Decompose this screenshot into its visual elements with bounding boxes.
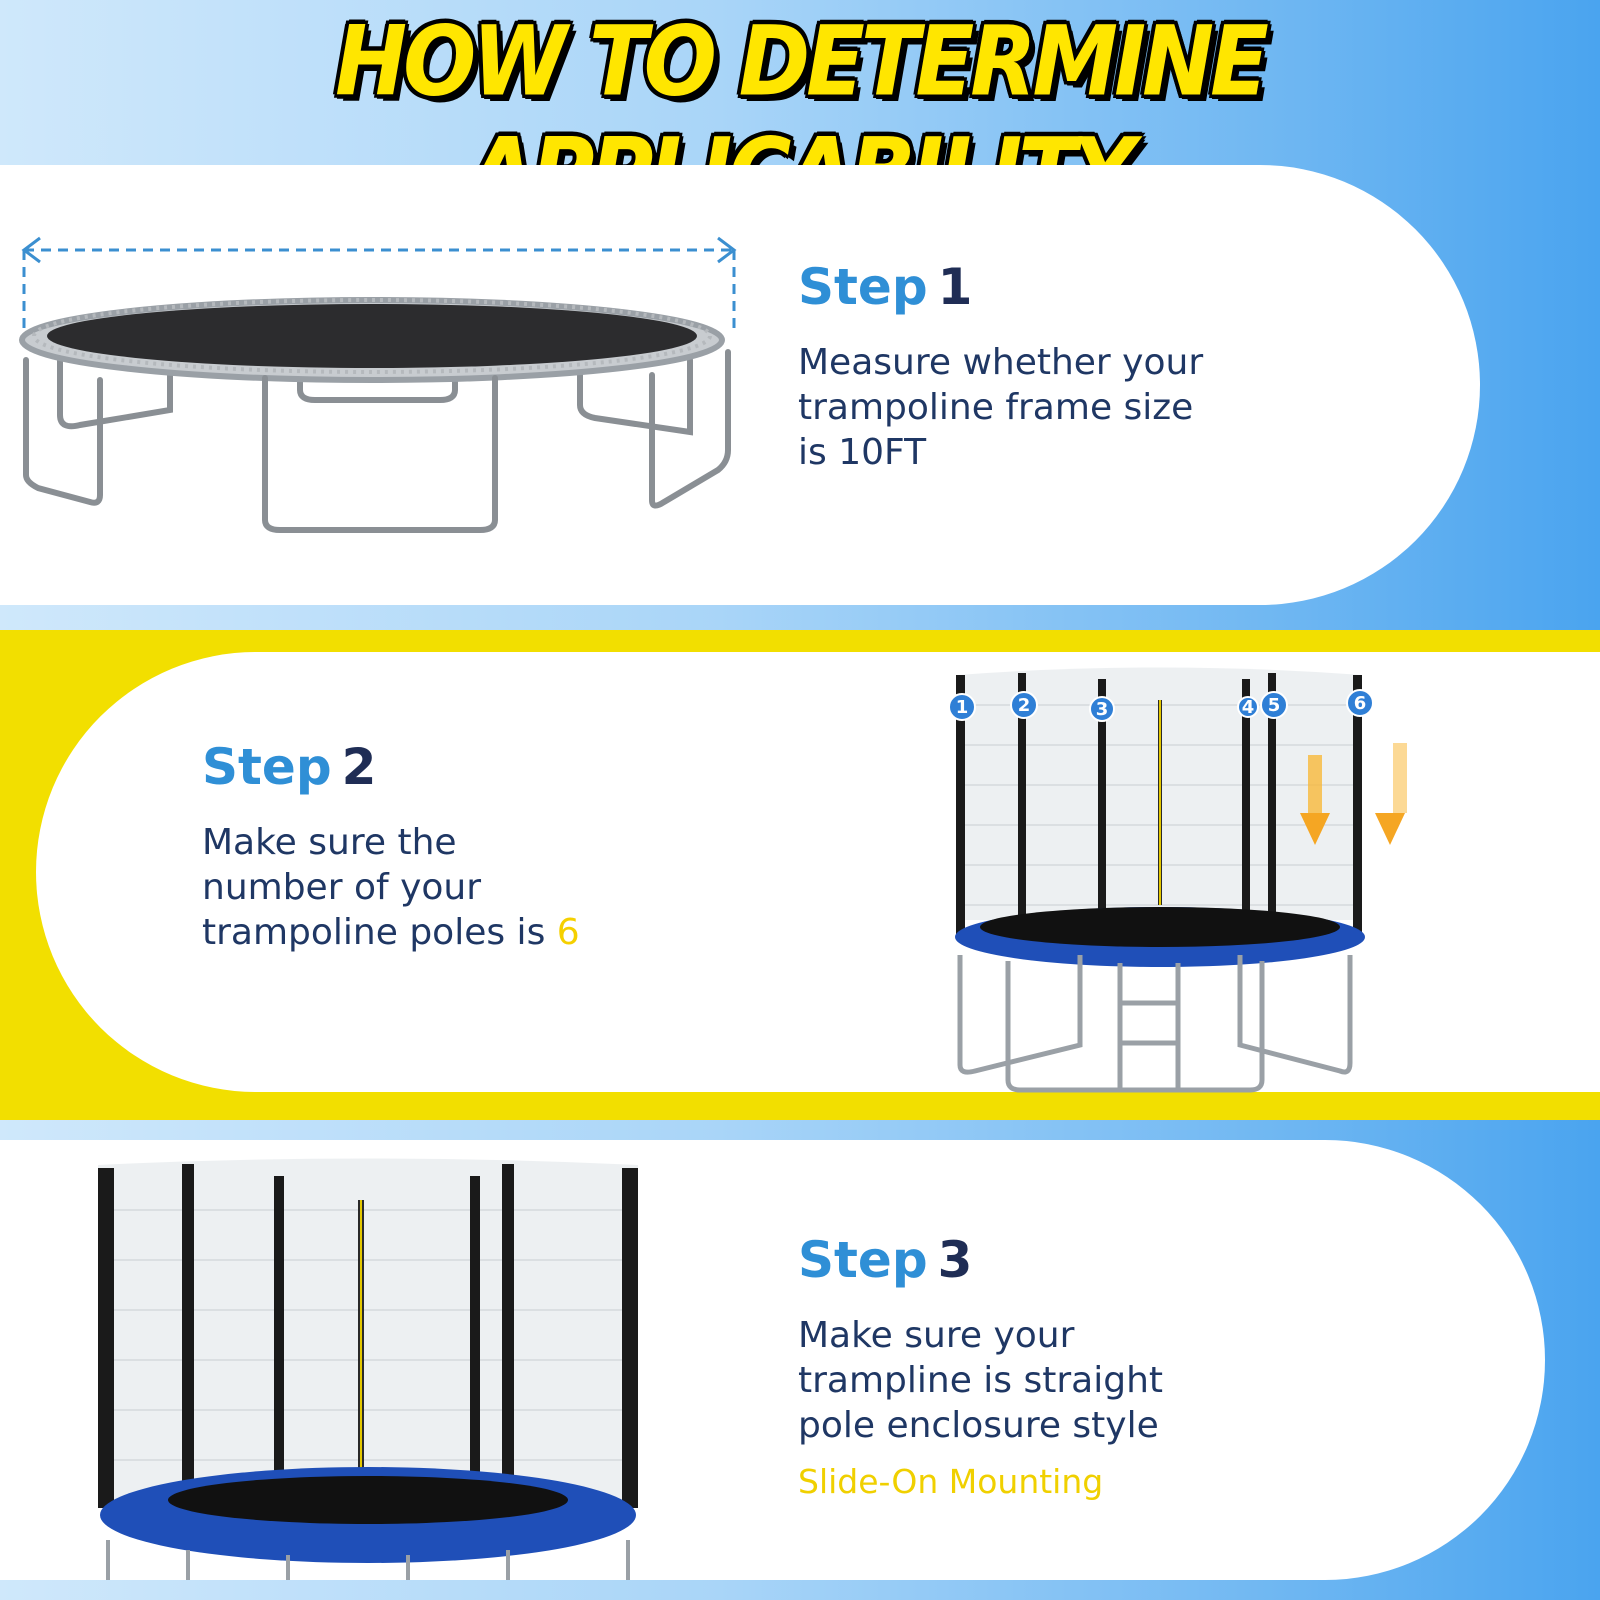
step-2-line-3: trampoline poles is: [202, 912, 557, 953]
step-2-label: Step: [202, 738, 332, 796]
svg-text:5: 5: [1268, 695, 1281, 716]
step-1-card: [0, 165, 1480, 605]
step-3-number: 3: [937, 1231, 973, 1289]
step-1-number: 1: [937, 258, 973, 316]
trampoline-poles-illustration: 1 2 3 4 5 6: [948, 667, 1407, 1093]
svg-text:1: 1: [956, 697, 969, 718]
step-1-label: Step: [798, 258, 928, 316]
pole-number-3: 3: [1089, 696, 1115, 722]
down-arrow-icon: [1300, 743, 1407, 845]
step-2-number: 2: [341, 738, 377, 796]
svg-text:3: 3: [1096, 699, 1109, 720]
step-3-label: Step: [798, 1231, 928, 1289]
svg-text:4: 4: [1242, 697, 1255, 718]
svg-text:2: 2: [1018, 695, 1031, 716]
step-3-line-2: trampline is straight: [798, 1360, 1164, 1401]
step-1-line-2: trampoline frame size: [798, 387, 1194, 428]
svg-text:6: 6: [1354, 693, 1367, 714]
step-3-description: Make sure your trampline is straight pol…: [798, 1313, 1163, 1448]
trampoline-frame-illustration: [19, 236, 737, 533]
pole-count-highlight: 6: [556, 912, 580, 953]
mounting-style-highlight: Slide-On Mounting: [798, 1462, 1104, 1501]
dimension-arrow-icon: [21, 236, 737, 335]
step-1-line-1: Measure whether your: [798, 342, 1204, 383]
step-3-line-1: Make sure your: [798, 1315, 1075, 1356]
pole-number-2: 2: [1010, 691, 1038, 719]
straight-pole-enclosure-illustration: [98, 1158, 638, 1580]
step-2-line-2: number of your: [202, 867, 482, 908]
pole-number-6: 6: [1346, 689, 1374, 717]
step-3-line-3: pole enclosure style: [798, 1405, 1159, 1446]
pole-number-4: 4: [1237, 696, 1259, 718]
step-1-line-3: is 10FT: [798, 432, 927, 473]
pole-number-5: 5: [1260, 691, 1288, 719]
pole-number-badges: 1 2 3 4 5 6: [948, 689, 1374, 722]
step-2-line-1: Make sure the: [202, 822, 457, 863]
step-2-description: Make sure the number of your trampoline …: [202, 820, 580, 955]
step-1-description: Measure whether your trampoline frame si…: [798, 340, 1203, 475]
pole-number-1: 1: [948, 693, 976, 721]
